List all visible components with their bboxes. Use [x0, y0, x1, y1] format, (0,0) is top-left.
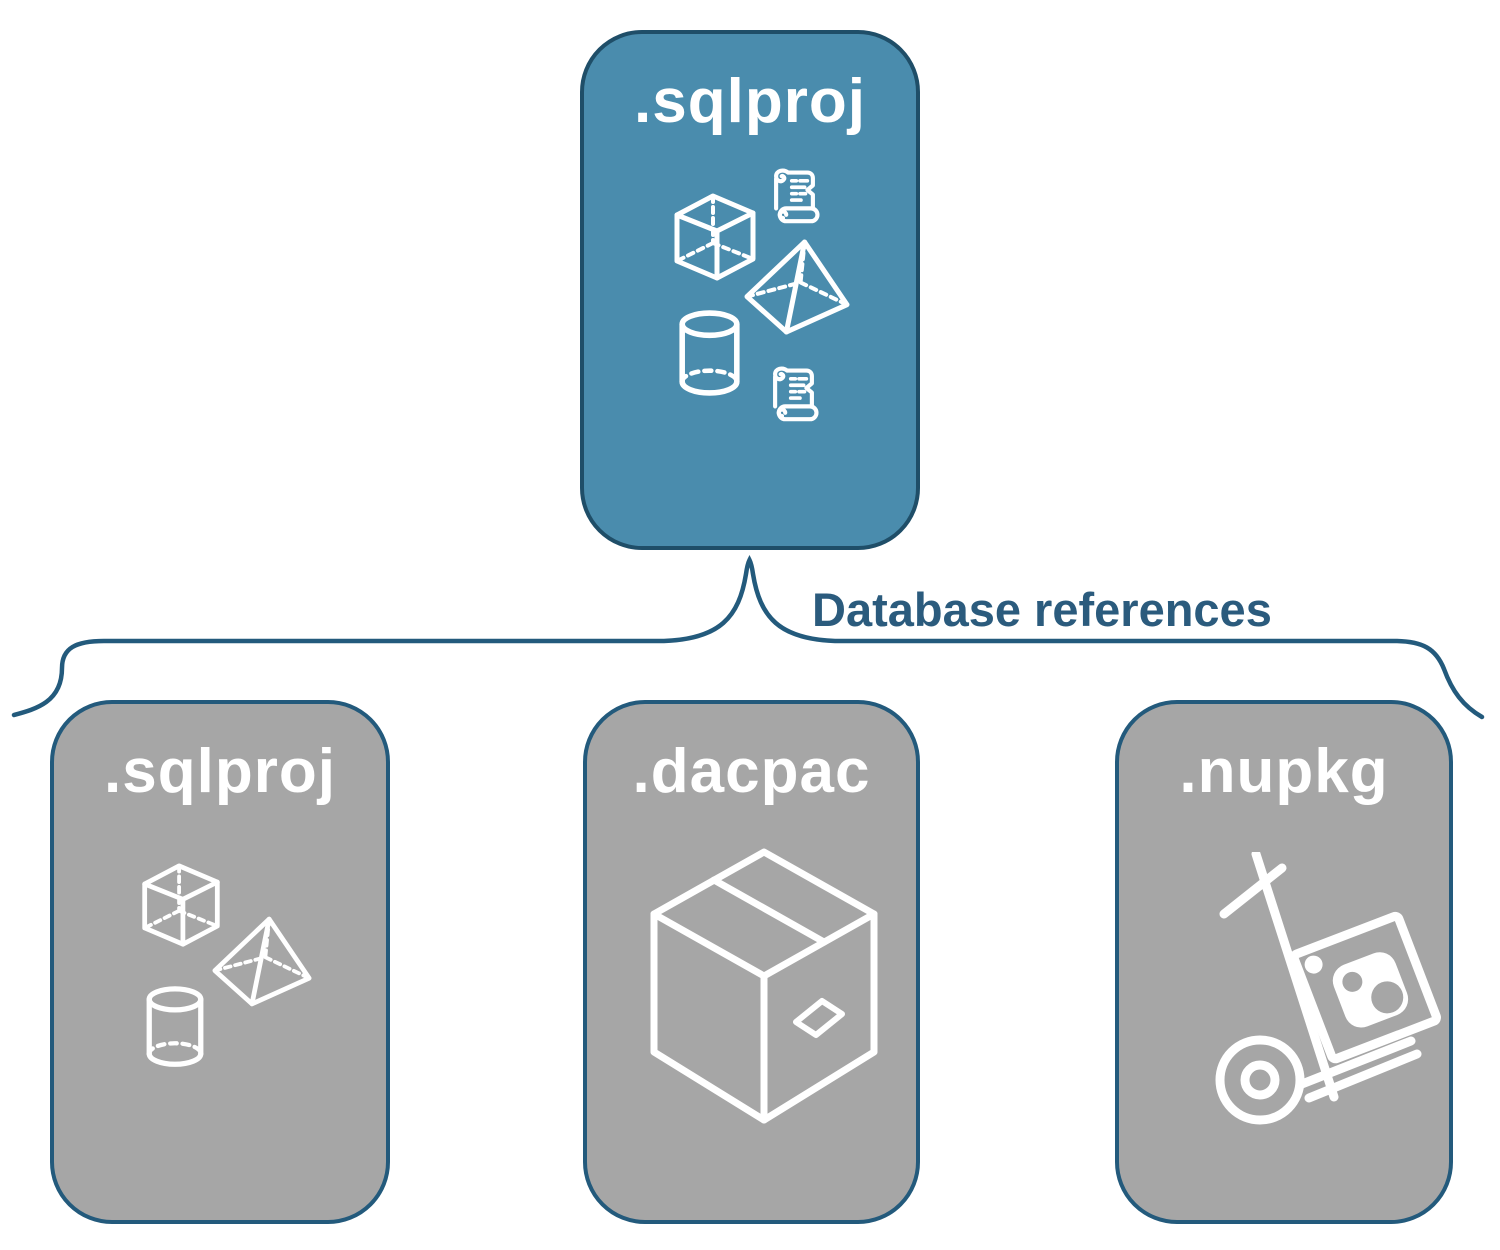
node-root-title: .sqlproj: [634, 67, 866, 136]
node-root-sqlproj: .sqlproj: [580, 30, 920, 550]
node-child-dacpac-title: .dacpac: [632, 737, 871, 806]
cylinder-icon: [146, 986, 204, 1067]
cylinder-icon: [679, 310, 740, 396]
pyramid-icon: [744, 239, 850, 335]
package-box-icon: [650, 848, 878, 1124]
connector-label: Database references: [812, 583, 1272, 636]
node-child-nupkg-title: .nupkg: [1179, 737, 1389, 806]
cube-icon: [142, 863, 220, 947]
scroll-icon: [773, 366, 819, 422]
node-child-dacpac: .dacpac: [583, 700, 920, 1224]
scroll-icon: [774, 168, 820, 224]
node-child-nupkg: .nupkg: [1115, 700, 1453, 1224]
pyramid-icon: [212, 916, 312, 1007]
cube-icon: [674, 193, 756, 281]
node-child-sqlproj: .sqlproj: [50, 700, 390, 1224]
node-child-sqlproj-title: .sqlproj: [104, 737, 336, 806]
hand-truck-icon: [1215, 852, 1441, 1125]
